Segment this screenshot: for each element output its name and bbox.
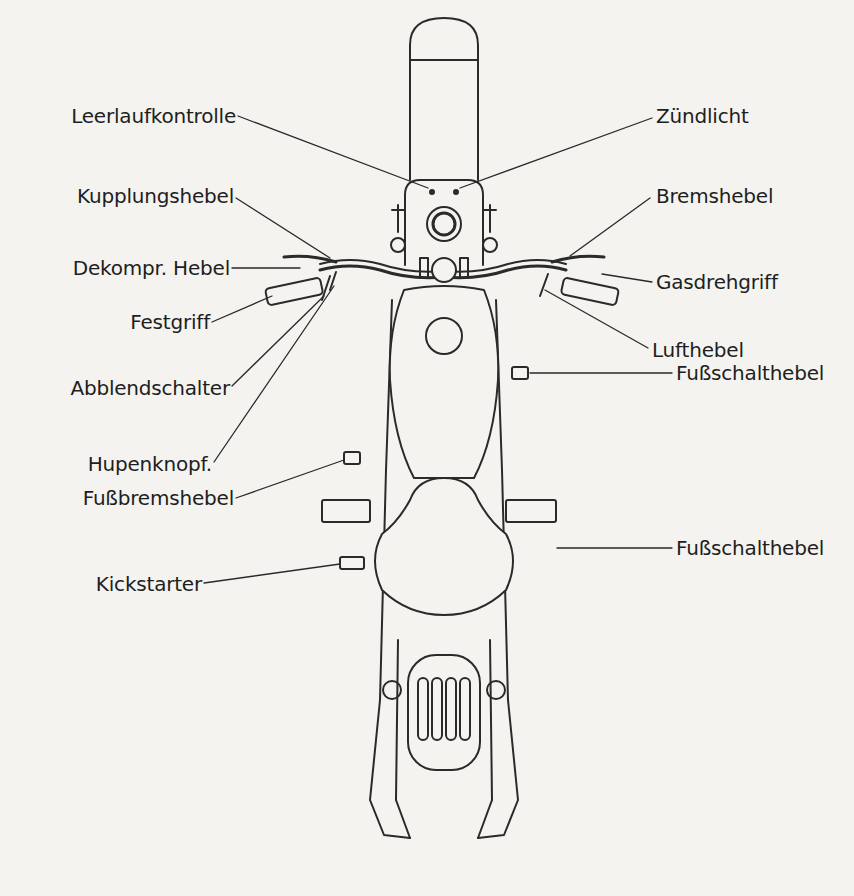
- rear-frame: [396, 640, 492, 800]
- clamp: [460, 258, 468, 278]
- leader-line: [602, 274, 652, 282]
- leader-line: [570, 198, 650, 256]
- shock-mount: [383, 681, 401, 699]
- brake-lever: [552, 256, 604, 262]
- saddlebag: [370, 700, 518, 838]
- part-label: Bremshebel: [656, 184, 773, 208]
- taillight-slot: [432, 678, 442, 740]
- speedometer: [427, 207, 461, 241]
- throttle-grip: [561, 277, 619, 305]
- part-label: Kickstarter: [96, 572, 202, 596]
- leader-line: [214, 286, 334, 462]
- clamp: [420, 258, 428, 278]
- part-label: Fußschalthebel: [676, 536, 824, 560]
- leader-line: [236, 198, 330, 258]
- leader-line: [545, 290, 648, 348]
- speedometer-dial: [433, 213, 455, 235]
- left-grip: [265, 277, 323, 305]
- part-label: Gasdrehgriff: [656, 270, 778, 294]
- taillight-slot: [446, 678, 456, 740]
- ignition-lamp: [454, 190, 458, 194]
- footrest: [322, 500, 370, 522]
- fork-top: [391, 238, 405, 252]
- filler-cap: [426, 318, 462, 354]
- part-label: Kupplungshebel: [77, 184, 234, 208]
- part-label: Dekompr. Hebel: [73, 256, 230, 280]
- part-label: Lufthebel: [652, 338, 744, 362]
- part-label: Hupenknopf.: [88, 452, 212, 476]
- saddle: [375, 478, 513, 615]
- taillight-slot: [418, 678, 428, 740]
- windshield-edge: [410, 59, 478, 61]
- part-label: Fußschalthebel: [676, 361, 824, 385]
- leader-line: [557, 547, 672, 548]
- rear-fender: [408, 655, 480, 770]
- leader-line: [204, 564, 340, 583]
- dashboard: [405, 180, 483, 265]
- part-label: Festgriff: [130, 310, 210, 334]
- part-label: Fußbremshebel: [83, 486, 234, 510]
- shock-mount: [487, 681, 505, 699]
- fork-top: [483, 238, 497, 252]
- neutral-lamp: [430, 190, 434, 194]
- footrest: [506, 500, 556, 522]
- air-lever: [540, 274, 548, 296]
- shift-lever: [512, 367, 528, 379]
- leader-line: [238, 116, 428, 188]
- part-label: Zündlicht: [656, 104, 749, 128]
- brake-pedal: [344, 452, 360, 464]
- leader-line: [212, 296, 272, 322]
- rear-stay: [396, 800, 492, 838]
- part-label: Abblendschalter: [70, 376, 230, 400]
- leader-line: [232, 296, 324, 386]
- kickstarter: [340, 557, 364, 569]
- fuel-tank: [390, 286, 498, 478]
- part-label: Leerlaufkontrolle: [71, 104, 236, 128]
- leader-line: [460, 118, 652, 188]
- leader-lines: [204, 116, 672, 583]
- leader-line: [530, 372, 672, 373]
- leader-line: [236, 460, 344, 498]
- taillight-slot: [460, 678, 470, 740]
- leader-line: [232, 267, 300, 268]
- windshield: [410, 18, 478, 180]
- steering-head: [432, 258, 456, 282]
